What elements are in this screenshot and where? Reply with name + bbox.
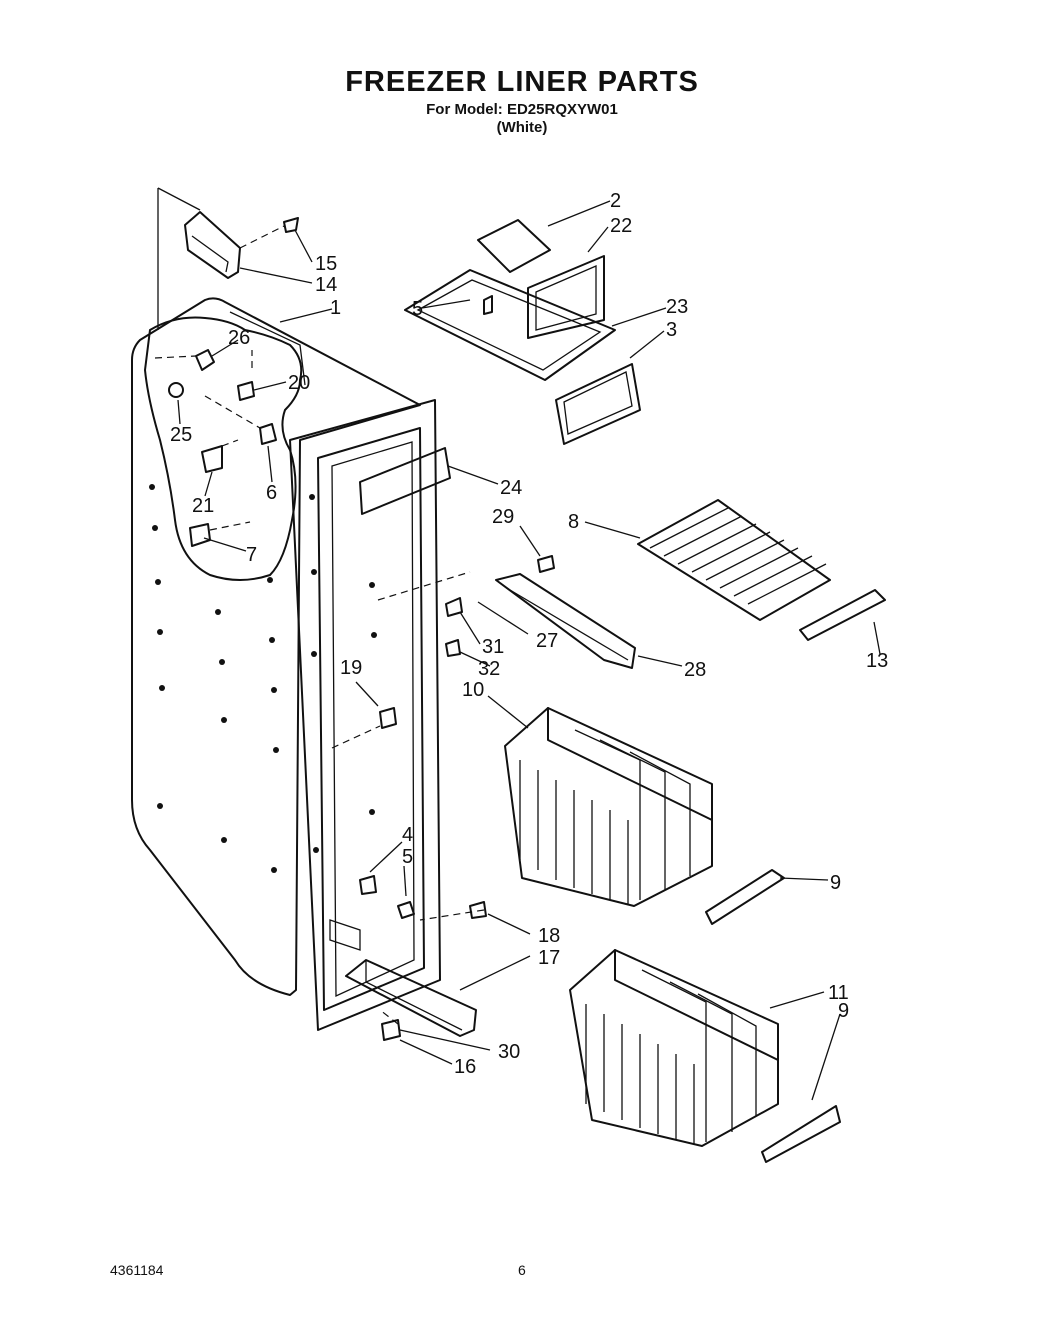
model-line: For Model: ED25RQXYW01 (426, 101, 618, 118)
leader-lines (177, 200, 881, 1101)
callout-17: 17 (538, 947, 560, 969)
callout-25: 25 (170, 424, 192, 446)
callout-14: 14 (315, 274, 337, 296)
callout-30: 30 (498, 1041, 520, 1063)
bottom-trim-assembly (345, 875, 487, 1041)
callout-26: 26 (228, 327, 250, 349)
callout-3: 3 (666, 319, 677, 341)
callout-21: 21 (192, 495, 214, 517)
callout-27: 27 (536, 630, 558, 652)
page-number: 6 (518, 1262, 526, 1278)
callout-numbers: 1 2 22 23 3 5 15 14 26 20 25 21 6 7 24 2… (170, 190, 888, 1078)
callout-19: 19 (340, 657, 362, 679)
callout-5-lower: 5 (402, 846, 413, 868)
wire-shelf (637, 499, 886, 641)
callout-24: 24 (500, 477, 522, 499)
callout-1: 1 (330, 297, 341, 319)
callout-32: 32 (478, 658, 500, 680)
upper-shelf-assembly (404, 219, 641, 445)
callout-4: 4 (402, 824, 413, 846)
callout-29: 29 (492, 506, 514, 528)
callout-11: 11 (828, 982, 849, 1004)
callout-9-lower: 9 (838, 1000, 849, 1022)
callout-23: 23 (666, 296, 688, 318)
callout-7: 7 (246, 544, 257, 566)
color-line: (White) (496, 119, 548, 136)
callout-22: 22 (610, 215, 632, 237)
top-bracket-assembly (184, 211, 299, 279)
callout-13: 13 (866, 650, 888, 672)
document-number: 4361184 (110, 1262, 164, 1278)
callout-2: 2 (610, 190, 621, 212)
callout-28: 28 (684, 659, 706, 681)
freezer-basket-lower (569, 949, 841, 1163)
callout-20: 20 (288, 372, 310, 394)
callout-9-upper: 9 (830, 872, 841, 894)
callout-8: 8 (568, 511, 579, 533)
liner-cover-and-bracket (331, 447, 636, 749)
callout-10: 10 (462, 679, 484, 701)
callout-15: 15 (315, 253, 337, 275)
freezer-basket-upper (504, 707, 785, 925)
back-wall-controls (154, 349, 277, 547)
page-title: FREEZER LINER PARTS (345, 66, 699, 98)
callout-6: 6 (266, 482, 277, 504)
callout-5-upper: 5 (412, 298, 423, 320)
callout-16: 16 (454, 1056, 476, 1078)
callout-31: 31 (482, 636, 504, 658)
callout-18: 18 (538, 925, 560, 947)
freezer-liner (131, 187, 441, 1031)
